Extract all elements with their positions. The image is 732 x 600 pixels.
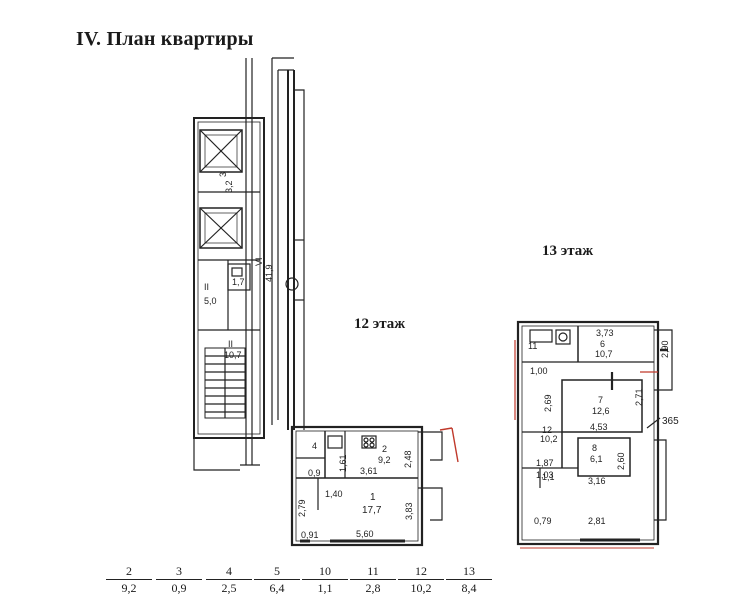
f13-dim-6: 2,60	[616, 452, 626, 470]
floor-12-apartment	[290, 425, 459, 547]
page-title: IV. План квартиры	[76, 28, 254, 50]
area-value: 1,1	[317, 581, 333, 595]
left-room-area: 5,0	[204, 296, 217, 306]
f13-dim-7: 0,79	[534, 516, 552, 526]
room3-area: 0,9	[308, 468, 321, 478]
f13-dim-1: 2,90	[660, 340, 670, 358]
height-mark: 365	[662, 416, 679, 427]
room1-area: 17,7	[362, 505, 382, 516]
f13-dim-3: 4,53	[590, 422, 608, 432]
left-room-num: II	[204, 282, 209, 292]
area-room: 3	[156, 564, 202, 580]
area-room: 10	[302, 564, 348, 580]
floor-12-label: 12 этаж	[354, 316, 406, 332]
area-room: 2	[106, 564, 152, 580]
f13-dim-4: 2,69	[543, 394, 553, 412]
room4-num: 4	[312, 441, 317, 451]
area-room: 12	[398, 564, 444, 580]
f12-dim-0: 3,61	[360, 466, 378, 476]
stair-num: II	[228, 339, 233, 349]
area-value: 2,5	[221, 581, 237, 595]
area-value: 2,8	[365, 581, 381, 595]
room8-area: 6,1	[590, 454, 603, 464]
f13-dim-5: 3,16	[588, 476, 606, 486]
stair-area: 10,7	[224, 350, 242, 360]
room1-num: 1	[370, 492, 376, 503]
area-room: 11	[350, 564, 396, 580]
stair-room-num: 3	[218, 172, 228, 177]
room10-area: 1,1	[542, 472, 555, 482]
room12-area: 10,2	[540, 434, 558, 444]
area-room: 4	[206, 564, 252, 580]
f13-dim-9: 1,03	[536, 470, 554, 480]
area-room: 5	[254, 564, 300, 580]
room7-area: 12,6	[592, 406, 610, 416]
f12-dim-6: 1,61	[338, 454, 348, 472]
hall-area: 41,9	[264, 264, 274, 282]
area-room: 13	[446, 564, 492, 580]
room2-num: 2	[382, 444, 387, 454]
floor-13-apartment	[514, 320, 673, 549]
f12-dim-5: 2,48	[403, 450, 413, 468]
f13-dim-8: 2,81	[588, 516, 606, 526]
f12-dim-4: 2,79	[297, 499, 307, 517]
f13-dim-0: 3,73	[596, 328, 614, 338]
f12-dim-3: 3,83	[404, 502, 414, 520]
room6-area: 10,7	[595, 349, 613, 359]
area-value: 10,2	[410, 581, 432, 595]
f12-dim-7: 0,91	[301, 530, 319, 540]
room8-num: 8	[592, 443, 597, 453]
corridor-block	[193, 57, 305, 471]
small-room-area: 1,7	[232, 277, 245, 287]
f13-dim-10: 1,00	[530, 366, 548, 376]
room6-num: 6	[600, 339, 605, 349]
room2-area: 9,2	[378, 455, 391, 465]
f13-dim-11: 1,87	[536, 458, 554, 468]
f12-dim-2: 5,60	[356, 529, 374, 539]
area-value: 9,2	[121, 581, 137, 595]
stair-room-area: 3,2	[224, 180, 234, 193]
room7-num: 7	[598, 395, 603, 405]
area-value: 0,9	[171, 581, 187, 595]
hall-num: VI	[254, 257, 264, 266]
room11-label: 11	[528, 341, 537, 351]
room12-num: 12	[542, 425, 552, 435]
f12-dim-1: 1,40	[325, 489, 343, 499]
area-value: 8,4	[461, 581, 477, 595]
f13-dim-2: 2,71	[634, 388, 644, 406]
floor-13-label: 13 этаж	[542, 243, 594, 259]
area-value: 6,4	[269, 581, 285, 595]
